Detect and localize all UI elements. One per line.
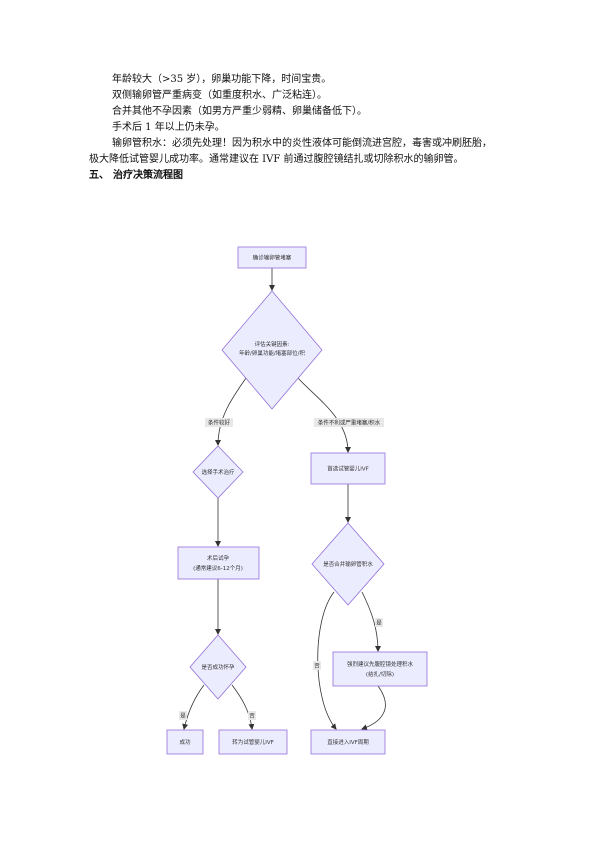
node-success: 成功: [166, 729, 204, 755]
edge-label-yes-preg: 是: [179, 711, 187, 720]
paragraph-line-hydrosalpinx-cont: 极大降低试管婴儿成功率。通常建议在 IVF 前通过腹腔镜结扎或切除积水的输卵管。: [89, 154, 464, 165]
edge-label-no-hydro: 否: [313, 661, 321, 670]
edge-label-good: 条件较好: [205, 418, 233, 427]
node-pregnant-decision: 是否成功怀孕: [189, 634, 247, 700]
svg-text:条件较好: 条件较好: [208, 419, 231, 427]
edge-assess-to-ivf: [297, 377, 351, 453]
svg-text:条件不利或严重堵塞/积水: 条件不利或严重堵塞/积水: [318, 419, 381, 427]
edge-label-yes-hydro: 是: [375, 618, 383, 627]
svg-text:成功: 成功: [179, 738, 191, 746]
paragraph-line-post-surgery: 手术后 1 年以上仍未孕。: [112, 122, 225, 133]
paragraph-line-bilateral: 双侧输卵管严重病变（如重度积水、广泛粘连）。: [112, 90, 327, 101]
svg-text:转为试管婴儿IVF: 转为试管婴儿IVF: [232, 738, 274, 746]
svg-text:(通常建议6-12个月): (通常建议6-12个月): [193, 564, 243, 572]
edge-label-bad: 条件不利或严重堵塞/积水: [314, 418, 384, 427]
svg-text:选择手术治疗: 选择手术治疗: [201, 468, 235, 476]
edge-pregq-to-success: [182, 684, 205, 730]
section-heading: 五、治疗决策流程图: [89, 169, 183, 182]
svg-text:(结扎/切除): (结扎/切除): [366, 670, 394, 678]
svg-text:是否成功怀孕: 是否成功怀孕: [201, 663, 235, 671]
edge-assess-to-surgery: [215, 377, 247, 446]
edge-hydroq-to-treat: [361, 591, 381, 652]
svg-text:否: 否: [314, 663, 320, 670]
node-enter-ivf: 直接进入IVF周期: [310, 729, 386, 755]
node-treat-hydro: 强烈建议先腹腔镜处理积水 (结扎/切除): [332, 651, 428, 687]
node-post-op-trial: 术后试孕 (通常建议6-12个月): [177, 546, 260, 580]
svg-text:直接进入IVF周期: 直接进入IVF周期: [327, 738, 369, 746]
svg-text:首选试管婴儿IVF: 首选试管婴儿IVF: [327, 465, 369, 473]
svg-text:否: 否: [249, 713, 255, 720]
edge-pregq-to-switch: [231, 684, 255, 730]
svg-text:年龄/卵巢功能/堵塞部位/积: 年龄/卵巢功能/堵塞部位/积: [239, 349, 306, 357]
section-number: 五、: [89, 170, 109, 181]
edge-label-no-preg: 否: [248, 711, 256, 720]
edge-hydroq-to-enter: [317, 591, 337, 730]
svg-text:确诊输卵管堵塞: 确诊输卵管堵塞: [253, 254, 292, 262]
svg-text:是否合并输卵管积水: 是否合并输卵管积水: [323, 560, 373, 568]
node-start: 确诊输卵管堵塞: [237, 246, 307, 269]
svg-text:术后试孕: 术后试孕: [207, 554, 230, 562]
svg-text:是: 是: [180, 713, 186, 720]
node-hydro-decision: 是否合并输卵管积水: [311, 522, 385, 606]
paragraph-line-hydrosalpinx: 输卵管积水：必须先处理！因为积水中的炎性液体可能倒流进宫腔，毒害或冲刷胚胎，: [112, 138, 492, 149]
paragraph-line-other-factors: 合并其他不孕因素（如男方严重少弱精、卵巢储备低下）。: [112, 106, 367, 117]
node-ivf-first: 首选试管婴儿IVF: [310, 452, 386, 485]
paragraph-line-age: 年龄较大（>35 岁），卵巢功能下降，时间宝贵。: [112, 74, 332, 85]
svg-text:是: 是: [376, 620, 382, 627]
edge-treat-to-enter: [361, 685, 386, 731]
svg-text:强烈建议先腹腔镜处理积水: 强烈建议先腹腔镜处理积水: [347, 660, 414, 668]
node-switch-ivf: 转为试管婴儿IVF: [218, 729, 288, 755]
node-assess-decision: 评估关键因素: 年龄/卵巢功能/堵塞部位/积: [221, 290, 323, 410]
node-surgery-decision: 选择手术治疗: [192, 445, 244, 499]
section-title: 治疗决策流程图: [113, 170, 183, 181]
svg-text:评估关键因素:: 评估关键因素:: [255, 340, 290, 348]
